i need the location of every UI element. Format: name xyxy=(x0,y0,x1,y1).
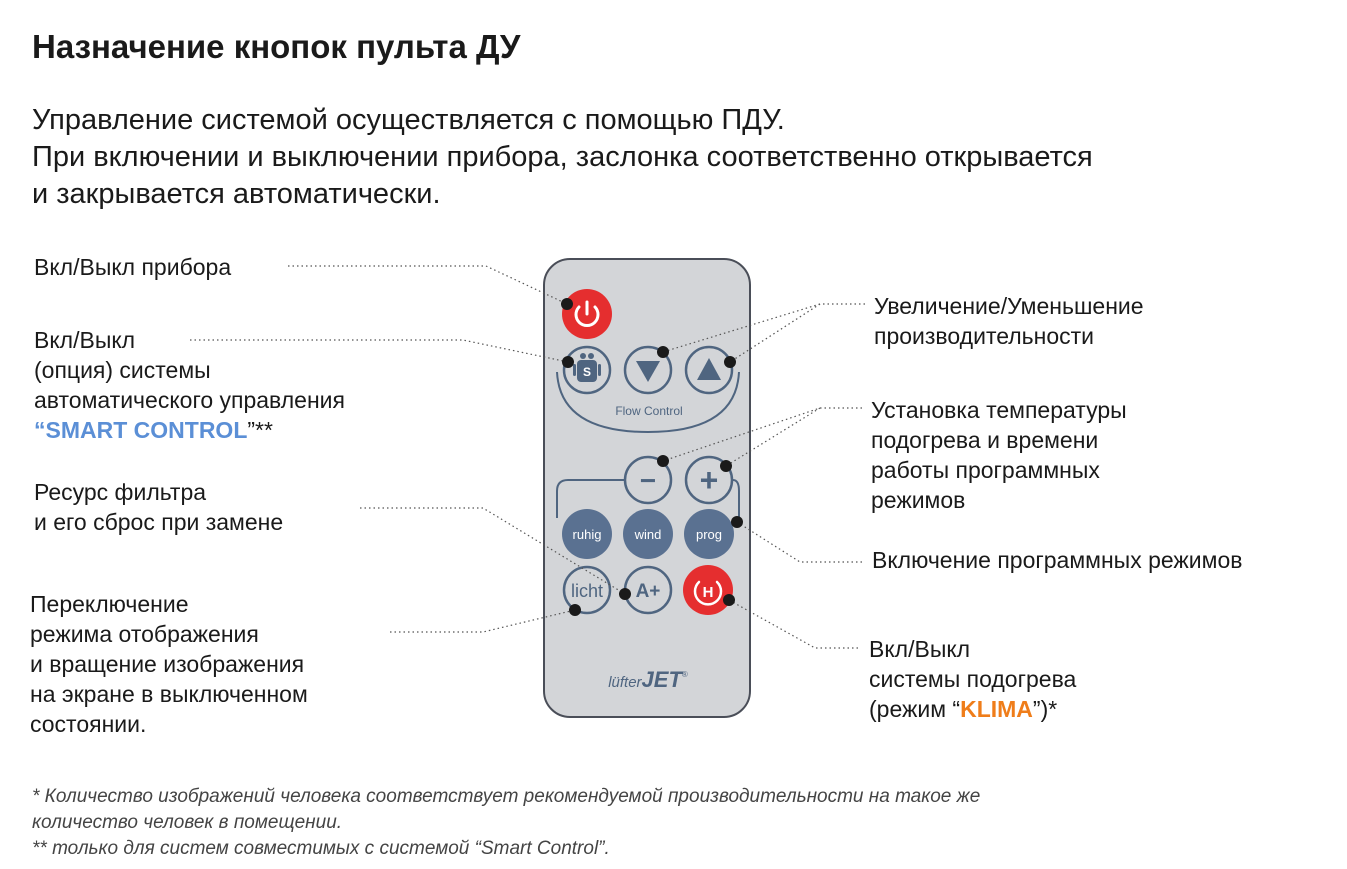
label-power: Вкл/Выкл прибора xyxy=(34,254,232,280)
label-line: Переключение xyxy=(30,591,189,617)
klima-prefix: (режим “ xyxy=(869,696,961,722)
label-line: системы подогрева xyxy=(869,666,1077,692)
label-line: автоматического управления xyxy=(34,387,345,413)
label-filter: Ресурс фильтра и его сброс при замене xyxy=(34,477,283,537)
triangle-down-icon xyxy=(636,361,660,382)
label-line: (опция) системы xyxy=(34,357,211,383)
heating-button[interactable]: H xyxy=(683,565,733,615)
leader-power xyxy=(288,265,568,305)
robot-icon xyxy=(573,353,601,382)
label-line: Вкл/Выкл xyxy=(34,327,136,353)
brand-logo: lüfterJET® xyxy=(608,667,688,692)
label-line: Ресурс фильтра xyxy=(34,479,207,505)
licht-label: licht xyxy=(571,581,603,601)
label-line: состоянии. xyxy=(30,711,147,737)
brand-mark: ® xyxy=(682,670,688,679)
a-plus-label: A+ xyxy=(636,581,661,602)
program-bracket xyxy=(556,479,624,518)
intro-line: и закрывается автоматически. xyxy=(32,178,441,210)
footnote-line: * Количество изображений человека соотве… xyxy=(32,786,981,807)
licht-button[interactable]: licht xyxy=(562,565,612,615)
flow-down-button[interactable] xyxy=(623,345,673,395)
label-programs: Включение программных режимов xyxy=(872,547,1243,573)
triangle-up-icon xyxy=(697,358,721,380)
prog-button[interactable]: prog xyxy=(684,509,734,559)
label-line: (режим “KLIMA”)* xyxy=(869,694,1076,724)
leader-dots xyxy=(561,298,743,616)
label-line: Установка температуры xyxy=(871,397,1127,423)
minus-button[interactable]: − xyxy=(623,455,673,505)
heating-badge: H xyxy=(703,584,714,601)
label-line: “SMART CONTROL”** xyxy=(34,415,345,445)
label-display: Переключение режима отображения и вращен… xyxy=(30,589,308,739)
label-line: производительности xyxy=(874,323,1095,349)
flow-control-label: Flow Control xyxy=(615,404,682,418)
heating-power-icon xyxy=(693,580,723,606)
label-line: Увеличение/Уменьшение xyxy=(874,293,1144,319)
footnote-line: ** только для систем совместимых с систе… xyxy=(32,838,610,859)
smart-badge: S xyxy=(583,365,591,379)
label-line: режимов xyxy=(871,487,966,513)
label-line: подогрева и времени xyxy=(871,427,1099,453)
label-line: работы программных xyxy=(871,457,1100,483)
label-heating: Вкл/Выкл системы подогрева (режим “KLIMA… xyxy=(869,634,1076,724)
wind-label: wind xyxy=(634,527,662,542)
label-line: и его сброс при замене xyxy=(34,509,284,535)
leader-filter xyxy=(360,507,626,595)
label-line: и вращение изображения xyxy=(30,651,305,677)
intro-line: Управление системой осуществляется с пом… xyxy=(32,104,785,136)
klima-suffix: ”)* xyxy=(1032,696,1058,722)
leader-lines xyxy=(190,265,865,649)
label-flow: Увеличение/Уменьшение производительности xyxy=(874,291,1144,351)
klima-highlight: KLIMA xyxy=(960,696,1033,722)
label-line: Вкл/Выкл xyxy=(869,636,971,662)
power-icon xyxy=(574,300,600,327)
leader-smart xyxy=(190,339,569,363)
leader-temp-b xyxy=(725,407,821,467)
label-line: режима отображения xyxy=(30,621,259,647)
power-button[interactable] xyxy=(562,289,612,339)
minus-icon: − xyxy=(640,465,656,496)
smart-control-button[interactable]: S xyxy=(562,345,612,395)
program-bracket xyxy=(732,479,740,518)
label-temperature: Установка температуры подогрева и времен… xyxy=(871,395,1127,515)
label-line: на экране в выключенном xyxy=(30,681,308,707)
smart-quote-open: “ xyxy=(34,417,46,443)
plus-icon: + xyxy=(700,462,719,498)
brand-prefix: lüfter xyxy=(608,674,642,691)
plus-button[interactable]: + xyxy=(684,455,734,505)
intro-line: При включении и выключении прибора, засл… xyxy=(32,141,1093,173)
ruhig-button[interactable]: ruhig xyxy=(562,509,612,559)
a-plus-button[interactable]: A+ xyxy=(623,565,673,615)
wind-button[interactable]: wind xyxy=(623,509,673,559)
label-smart-control: Вкл/Выкл (опция) системы автоматического… xyxy=(34,325,345,445)
leader-heating xyxy=(728,599,858,649)
flow-up-button[interactable] xyxy=(684,345,734,395)
prog-label: prog xyxy=(696,527,722,542)
smart-quote-close: ”** xyxy=(247,417,273,443)
footnote-line: количество человек в помещении. xyxy=(32,812,343,833)
brand-main: JET xyxy=(642,667,684,692)
flow-control-arc xyxy=(556,371,740,434)
page-title: Назначение кнопок пульта ДУ xyxy=(32,28,521,65)
intro-text: Управление системой осуществляется с пом… xyxy=(32,102,1093,213)
footnotes: * Количество изображений человека соотве… xyxy=(32,784,980,862)
ruhig-label: ruhig xyxy=(573,527,602,542)
smart-control-highlight: SMART CONTROL xyxy=(45,417,248,443)
leader-programs xyxy=(736,521,862,563)
svg-text:lüfterJET®: lüfterJET® xyxy=(608,667,688,692)
